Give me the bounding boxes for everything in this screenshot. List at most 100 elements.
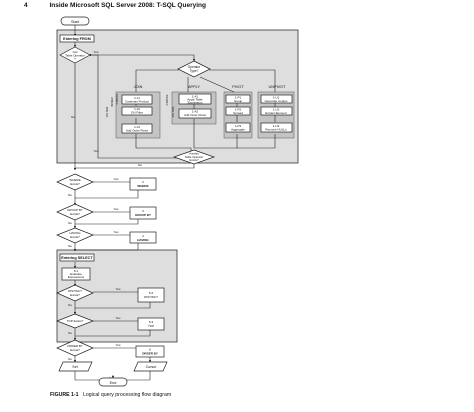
pivot-step-3-id: 1-P3: [235, 124, 242, 128]
groupby-box: [129, 206, 157, 220]
having-no: No: [68, 244, 72, 248]
yes-label-1: Yes: [94, 50, 99, 54]
orderby-box-text: ORDER BY: [142, 352, 158, 356]
no-label-2: No: [138, 163, 142, 167]
join-step-2-id: 1-J2: [134, 107, 140, 111]
cursor-label: Cursor: [146, 365, 158, 369]
figure-number: FIGURE 1-1: [50, 392, 79, 398]
pivot-step-3: [225, 122, 251, 133]
unpivot-step-3-text: Remove NULLs: [265, 128, 287, 132]
distinct-box-id: 5-2: [149, 291, 154, 295]
apply-step-2: [178, 108, 212, 119]
figure-caption-text: Logical query processing flow diagram: [83, 392, 172, 398]
select-phase-label: Entering SELECT: [61, 256, 93, 260]
distinct-box-text: DISTINCT: [144, 295, 158, 299]
apply-cross-label: CROSS: [165, 95, 169, 106]
join-step-3-id: 1-J3: [134, 125, 140, 129]
join-step-1: [121, 94, 153, 105]
orderby-no: No: [68, 357, 72, 361]
top-box: [137, 317, 165, 331]
set-output: [58, 361, 93, 372]
orderby-decision: [56, 339, 94, 357]
distinct-box: [137, 287, 165, 303]
distinct-q2: Exists?: [70, 293, 80, 297]
table-operator-q3: ?: [74, 57, 76, 61]
start-terminator: [60, 16, 90, 26]
evaluate-text: Evaluate: [70, 272, 82, 276]
orderby-q2: Exists?: [70, 348, 80, 352]
having-q1: HAVING: [69, 231, 81, 235]
apply-outer-label: OUTER: [171, 106, 175, 117]
unpivot-step-1-id: 1-U1: [273, 96, 280, 100]
evaluate-id: 5-1: [74, 269, 79, 273]
end-label: End: [110, 381, 117, 385]
where-yes: Yes: [114, 177, 119, 181]
apply-step-1-text: Apply Table: [187, 98, 203, 102]
table-operator-q1: Got: [73, 50, 78, 54]
top-box-text: TOP: [148, 324, 154, 328]
join-step-1-id: 1-J1: [134, 96, 140, 100]
figure-caption: FIGURE 1-1 Logical query processing flow…: [50, 392, 171, 398]
where-box-text: WHERE: [137, 184, 148, 188]
apply-label: APPLY: [188, 85, 200, 89]
orderby-q1: ORDER BY: [67, 344, 83, 348]
end-terminator: [98, 377, 128, 387]
top-q: TOP Exists?: [67, 319, 84, 323]
no-label-1: No: [71, 115, 75, 119]
join-label: JOIN: [134, 85, 143, 89]
op-type-q2: Type?: [190, 69, 199, 73]
join-cross-label: CROSS: [115, 94, 119, 105]
book-title: Inside Microsoft SQL Server 2008: T-SQL …: [49, 2, 206, 9]
another-op-q2: Table Operator: [185, 155, 204, 159]
unpivot-step-2: [260, 106, 293, 116]
yes-label-2: Yes: [94, 149, 99, 153]
groupby-yes: Yes: [114, 207, 119, 211]
apply-step-2-id: 1-A2: [192, 110, 199, 114]
evaluate-text2: Expressions: [68, 275, 85, 279]
set-label: Set: [72, 365, 77, 369]
pivot-label: PIVOT: [232, 85, 244, 89]
having-box: [129, 231, 157, 244]
top-box-id: 5-3: [149, 320, 154, 324]
groupby-decision: [56, 203, 94, 221]
evaluate-box: [61, 267, 91, 281]
start-label: Start: [71, 20, 80, 24]
distinct-q1: DISTINCT: [68, 289, 82, 293]
orderby-box: [135, 345, 165, 358]
another-op-q1: Another: [189, 152, 199, 156]
apply-step-1-text2: Expression: [188, 101, 203, 105]
groupby-box-id: 3: [142, 209, 144, 213]
table-operator-q2: Table Operator: [65, 54, 85, 58]
cursor-output: [133, 361, 168, 372]
operator-type-decision: [177, 60, 211, 78]
page-header: 4 Inside Microsoft SQL Server 2008: T-SQ…: [24, 2, 206, 9]
where-q2: Exists?: [70, 182, 80, 186]
join-step-3: [121, 123, 153, 134]
pivot-step-3-text: Aggregate: [231, 128, 245, 132]
orderby-box-id: 6: [149, 348, 151, 352]
unpivot-label: UNPIVOT: [269, 85, 287, 89]
another-operator-decision: [172, 149, 216, 165]
orderby-yes: Yes: [116, 343, 121, 347]
where-box: [129, 177, 157, 191]
having-q2: Exists?: [70, 235, 80, 239]
page-number: 4: [24, 2, 28, 9]
pivot-step-1: [225, 94, 251, 104]
having-decision: [56, 227, 94, 244]
having-yes: Yes: [114, 230, 119, 234]
groupby-q2: Exists?: [70, 212, 80, 216]
where-q1: WHERE: [69, 178, 80, 182]
pivot-step-1-text: Group: [234, 99, 243, 103]
unpivot-step-3: [260, 122, 293, 133]
where-box-id: 2: [142, 180, 144, 184]
top-decision: [56, 313, 94, 329]
join-step-2-text: ON Filter: [131, 111, 143, 115]
another-op-q3: Exists?: [189, 158, 198, 162]
unpivot-step-1-text: Generate Copies: [265, 99, 288, 103]
from-phase-label: Entering FROM: [63, 37, 91, 41]
unpivot-step-1: [260, 94, 293, 104]
groupby-no: No: [68, 221, 72, 225]
top-no: No: [68, 331, 72, 335]
apply-step-1-id: 1-A1: [192, 95, 199, 99]
